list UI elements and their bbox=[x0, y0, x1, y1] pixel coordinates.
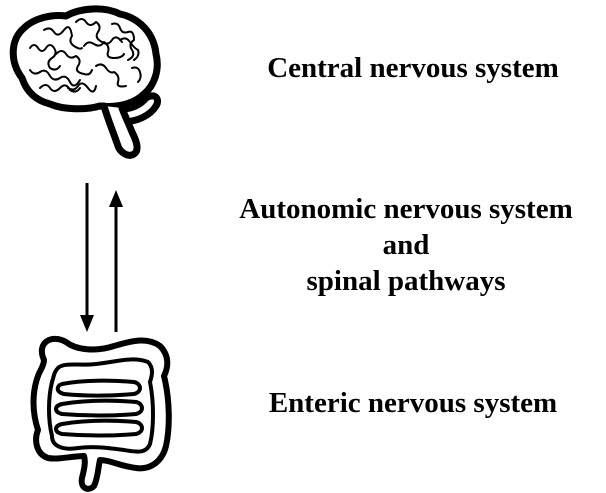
arrow-up bbox=[109, 190, 123, 332]
central-nervous-system-label: Central nervous system bbox=[228, 50, 598, 86]
autonomic-label-line-3: spinal pathways bbox=[208, 263, 604, 299]
arrow-down bbox=[80, 183, 94, 332]
intestine-icon bbox=[34, 339, 169, 489]
brain-icon bbox=[13, 9, 157, 155]
autonomic-label-line-2: and bbox=[208, 227, 604, 263]
enteric-nervous-system-label: Enteric nervous system bbox=[228, 385, 598, 421]
autonomic-nervous-system-label: Autonomic nervous system and spinal path… bbox=[208, 191, 604, 299]
autonomic-label-line-1: Autonomic nervous system bbox=[208, 191, 604, 227]
